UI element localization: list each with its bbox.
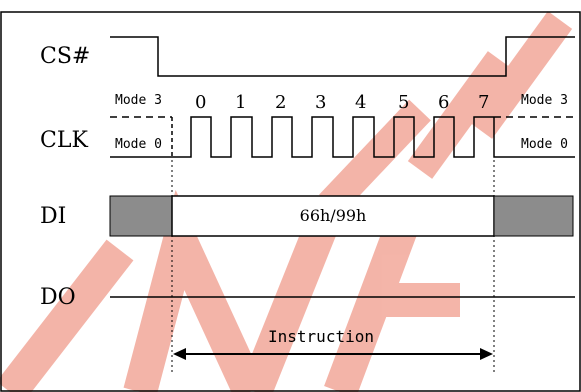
- di-instruction-box: [171, 195, 495, 237]
- clock-number: 4: [355, 92, 366, 113]
- mode0-left-label: Mode 0: [115, 137, 162, 152]
- do-label: DO: [40, 285, 76, 310]
- cs-label: CS#: [40, 44, 90, 69]
- clk-label: CLK: [40, 128, 88, 153]
- instruction-label: Instruction: [268, 327, 374, 346]
- cs-waveform: [110, 36, 575, 77]
- clock-number: 5: [398, 92, 409, 113]
- mode0-right-label: Mode 0: [521, 137, 568, 152]
- clock-numbers: 0 1 2 3 4 5 6 7: [195, 92, 489, 113]
- di-dont-care-left: [109, 195, 173, 237]
- clk-pulse-train: [172, 116, 494, 158]
- clock-number: 7: [478, 92, 489, 113]
- clk-waveform: [110, 116, 575, 158]
- clock-number: 0: [195, 92, 206, 113]
- di-label: DI: [40, 204, 66, 229]
- mode3-left-label: Mode 3: [115, 93, 162, 108]
- instruction-arrow: [173, 348, 493, 360]
- clock-number: 2: [275, 92, 286, 113]
- clock-number: 6: [438, 92, 449, 113]
- mode3-right-label: Mode 3: [521, 93, 568, 108]
- diagram-frame: [0, 11, 581, 392]
- clk-mode0-low-right: [493, 117, 575, 158]
- di-value: 66h/99h: [300, 206, 367, 225]
- di-dont-care-right: [493, 195, 574, 237]
- clock-number: 1: [235, 92, 246, 113]
- clock-number: 3: [315, 92, 326, 113]
